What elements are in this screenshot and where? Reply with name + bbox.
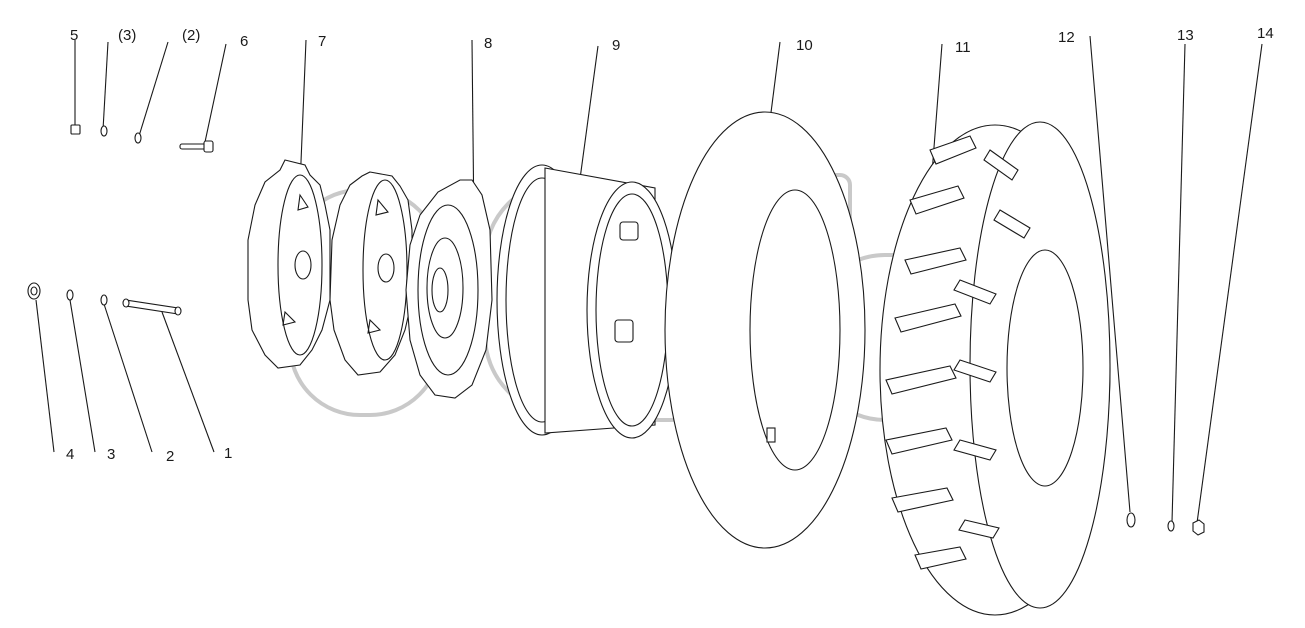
label-6: 6	[240, 33, 248, 50]
washer-13	[1167, 520, 1175, 532]
label-2-paren: (2)	[182, 27, 200, 44]
label-2: 2	[166, 448, 174, 465]
bolt-1	[122, 298, 182, 316]
label-9: 9	[612, 37, 620, 54]
label-11: 11	[955, 39, 971, 56]
label-3: 3	[107, 446, 115, 463]
inner-tube-10	[664, 111, 866, 549]
bolt-6	[179, 140, 214, 153]
label-5: 5	[70, 27, 78, 44]
label-10: 10	[796, 37, 813, 54]
washer-12	[1126, 512, 1136, 528]
label-3-paren: (3)	[118, 27, 136, 44]
leader-lines	[35, 35, 1263, 524]
nut-4	[27, 282, 41, 300]
label-14: 14	[1257, 25, 1274, 42]
label-12: 12	[1058, 29, 1075, 46]
tire-11	[879, 121, 1111, 616]
label-4: 4	[66, 446, 74, 463]
label-13: 13	[1177, 27, 1194, 44]
label-8: 8	[484, 35, 492, 52]
nut-14	[1192, 519, 1205, 536]
washer-2-top	[134, 132, 142, 144]
washer-2	[100, 294, 108, 306]
nut-5	[70, 124, 81, 135]
part-labels: 5 (3) (2) 6 7 8 9 10 11 12 13 14 4 3 2 1	[66, 25, 1274, 465]
counterweight-7	[247, 159, 413, 376]
washer-3-top	[100, 125, 108, 137]
rim-9	[496, 164, 678, 439]
label-7: 7	[318, 33, 326, 50]
label-1: 1	[224, 445, 232, 462]
washer-3	[66, 289, 74, 301]
wheel-disc-8	[405, 179, 493, 399]
